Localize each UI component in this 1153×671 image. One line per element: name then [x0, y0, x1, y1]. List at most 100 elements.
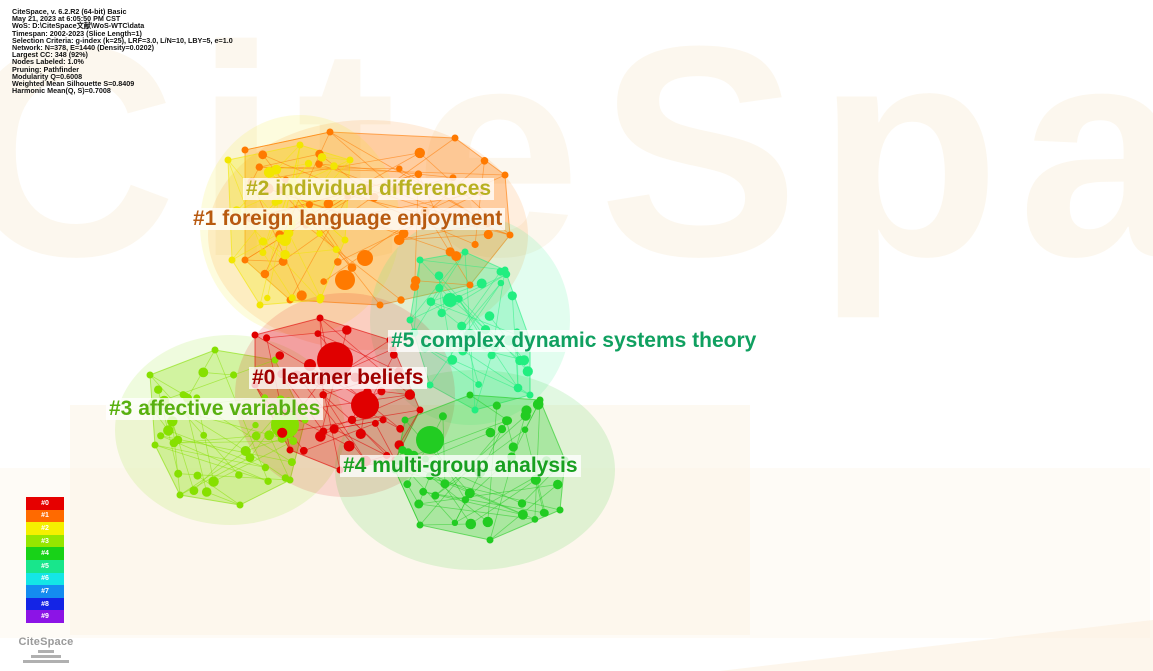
network-node[interactable]	[330, 162, 338, 170]
network-node[interactable]	[256, 301, 264, 309]
network-node[interactable]	[517, 509, 528, 520]
network-node[interactable]	[447, 355, 458, 365]
network-node[interactable]	[154, 385, 163, 394]
network-node[interactable]	[377, 387, 386, 396]
cluster-label-1[interactable]: #1 foreign language enjoyment	[190, 207, 506, 231]
network-node[interactable]	[332, 246, 340, 253]
network-node[interactable]	[211, 346, 219, 354]
network-node[interactable]	[416, 256, 424, 264]
network-node[interactable]	[275, 351, 285, 360]
network-node[interactable]	[208, 476, 219, 487]
network-node[interactable]	[401, 416, 409, 424]
network-node[interactable]	[466, 281, 474, 289]
network-node[interactable]	[299, 446, 308, 455]
network-node[interactable]	[320, 278, 328, 285]
network-node-major[interactable]	[335, 270, 355, 290]
network-node-major[interactable]	[351, 391, 379, 419]
network-node[interactable]	[287, 458, 296, 467]
network-node[interactable]	[174, 469, 183, 478]
network-node[interactable]	[200, 431, 208, 439]
network-node-major[interactable]	[357, 250, 373, 266]
network-node[interactable]	[371, 419, 379, 427]
network-node[interactable]	[517, 499, 527, 508]
network-node[interactable]	[241, 146, 249, 154]
network-node[interactable]	[484, 311, 495, 321]
network-node[interactable]	[464, 488, 475, 499]
network-node[interactable]	[314, 330, 322, 337]
network-node[interactable]	[189, 486, 199, 495]
network-node[interactable]	[438, 412, 447, 421]
network-node[interactable]	[271, 198, 279, 206]
network-node[interactable]	[157, 432, 165, 440]
network-node[interactable]	[286, 446, 294, 454]
network-node[interactable]	[316, 296, 324, 304]
network-node[interactable]	[163, 425, 174, 436]
network-node[interactable]	[315, 160, 323, 168]
cluster-label-5[interactable]: #5 complex dynamic systems theory	[388, 329, 760, 353]
cluster-label-4[interactable]: #4 multi-group analysis	[340, 454, 581, 478]
network-node[interactable]	[486, 536, 494, 544]
network-node[interactable]	[304, 159, 313, 168]
network-node[interactable]	[521, 405, 532, 416]
network-node[interactable]	[326, 128, 334, 136]
network-node[interactable]	[296, 141, 304, 149]
network-node[interactable]	[403, 480, 412, 489]
network-node[interactable]	[397, 296, 405, 304]
network-node-major[interactable]	[443, 293, 457, 307]
network-node[interactable]	[389, 351, 398, 359]
network-node[interactable]	[396, 165, 403, 172]
network-node[interactable]	[461, 496, 470, 504]
network-node[interactable]	[286, 476, 294, 484]
network-node[interactable]	[264, 430, 275, 441]
network-node[interactable]	[224, 156, 232, 164]
network-node[interactable]	[343, 440, 355, 452]
network-node[interactable]	[435, 283, 444, 293]
network-node[interactable]	[396, 424, 405, 433]
network-node[interactable]	[476, 278, 487, 289]
network-node[interactable]	[515, 355, 525, 366]
network-node[interactable]	[263, 334, 271, 342]
network-node[interactable]	[228, 256, 236, 264]
network-node[interactable]	[416, 521, 424, 529]
network-node[interactable]	[305, 201, 313, 209]
network-node[interactable]	[434, 271, 444, 281]
network-node[interactable]	[503, 416, 513, 425]
network-node[interactable]	[173, 435, 183, 445]
network-node[interactable]	[404, 389, 416, 400]
network-node[interactable]	[451, 519, 459, 526]
network-node[interactable]	[230, 371, 238, 379]
network-node[interactable]	[376, 301, 384, 309]
network-node[interactable]	[501, 266, 509, 274]
network-node[interactable]	[347, 263, 357, 272]
network-node[interactable]	[264, 294, 271, 302]
network-node[interactable]	[264, 477, 272, 485]
network-node[interactable]	[260, 269, 270, 279]
network-node[interactable]	[251, 431, 261, 441]
network-node[interactable]	[497, 425, 507, 434]
network-node[interactable]	[255, 163, 263, 171]
network-node[interactable]	[201, 487, 212, 497]
network-node[interactable]	[475, 381, 482, 388]
network-node[interactable]	[176, 491, 184, 499]
network-node[interactable]	[329, 424, 339, 434]
network-node-major[interactable]	[416, 426, 444, 454]
network-node[interactable]	[347, 415, 357, 425]
network-node[interactable]	[406, 316, 414, 324]
network-node[interactable]	[252, 421, 259, 429]
network-node[interactable]	[198, 367, 209, 378]
network-node[interactable]	[355, 428, 366, 439]
network-node[interactable]	[416, 406, 424, 414]
network-node[interactable]	[471, 240, 479, 249]
network-node[interactable]	[482, 516, 493, 528]
network-node-major[interactable]	[279, 234, 291, 246]
network-node[interactable]	[411, 276, 421, 286]
network-node[interactable]	[461, 248, 469, 256]
network-node[interactable]	[506, 231, 514, 239]
network-node[interactable]	[431, 491, 440, 500]
network-node[interactable]	[235, 471, 243, 479]
network-node[interactable]	[526, 391, 534, 399]
network-node[interactable]	[451, 134, 459, 142]
network-node[interactable]	[316, 230, 323, 237]
network-node[interactable]	[419, 487, 428, 496]
network-node[interactable]	[483, 229, 493, 240]
